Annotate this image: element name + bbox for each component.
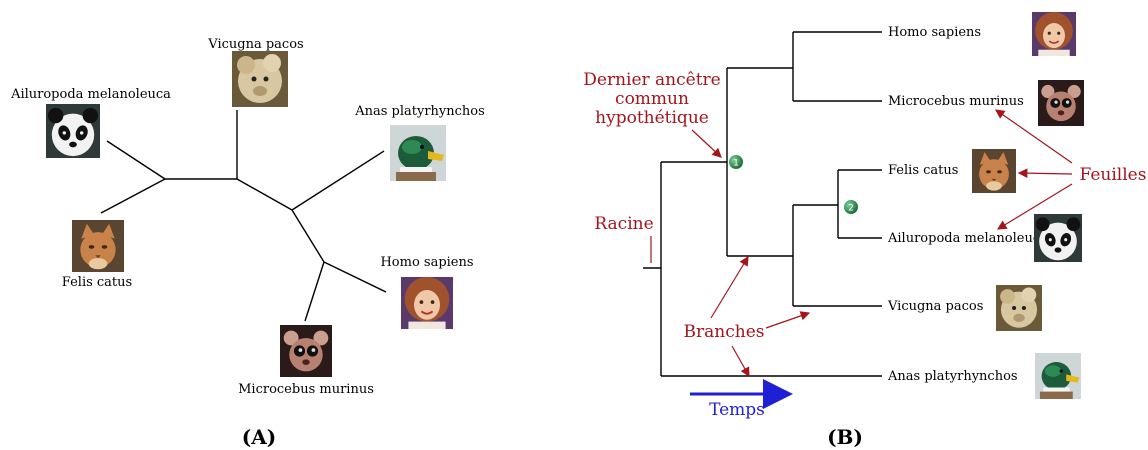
- species-label: Felis catus: [888, 163, 958, 178]
- panda-photo: [1034, 214, 1082, 262]
- panel-a-label: (A): [242, 425, 276, 449]
- internal-node-1: 1: [729, 155, 743, 169]
- species-label: Microcebus murinus: [238, 382, 374, 397]
- duck-photo: [1035, 353, 1081, 399]
- node-number: 2: [848, 204, 854, 214]
- species-label: Microcebus murinus: [888, 94, 1024, 109]
- panel-a-tree: [100, 110, 387, 322]
- leaves-arrow: [995, 109, 1073, 164]
- species-label: Anas platyrhynchos: [354, 104, 485, 119]
- species-label: Felis catus: [62, 275, 132, 290]
- branches-arrow: [731, 345, 750, 378]
- leaves-arrow: [996, 183, 1073, 230]
- child-photo: [401, 277, 453, 329]
- ancestor-label-line2: commun: [615, 89, 689, 109]
- branches-arrow: [765, 311, 811, 329]
- internal-node-2: 2: [844, 200, 858, 214]
- duck-photo: [390, 125, 446, 181]
- time-label: Temps: [709, 400, 765, 420]
- species-label: Vicugna pacos: [207, 37, 303, 52]
- species-label: Anas platyrhynchos: [887, 369, 1018, 384]
- panel-b-tree: [643, 31, 882, 377]
- panda-photo: [46, 104, 100, 158]
- species-label: Ailuropoda melanoleuca: [10, 87, 171, 102]
- species-label: Homo sapiens: [888, 25, 981, 40]
- root-label: Racine: [594, 214, 653, 234]
- branches-arrow: [710, 255, 749, 319]
- branches-label: Branches: [684, 322, 765, 342]
- ancestor-label-line1: Dernier ancêtre: [583, 70, 720, 90]
- node-number: 1: [733, 159, 739, 169]
- panel-b-label: (B): [827, 425, 863, 449]
- lemur-photo: [280, 325, 332, 377]
- lemur-photo: [1038, 80, 1084, 126]
- species-label: Vicugna pacos: [887, 299, 983, 314]
- child-photo: [1032, 12, 1076, 56]
- leaves-label: Feuilles: [1080, 165, 1147, 185]
- alpaca-photo: [996, 285, 1042, 331]
- ancestor-label-line3: hypothétique: [595, 108, 709, 128]
- species-label: Homo sapiens: [380, 255, 473, 270]
- alpaca-photo: [232, 51, 288, 107]
- species-label: Ailuropoda melanoleuca: [887, 231, 1048, 246]
- ancestor-arrow: [691, 129, 722, 158]
- cat-photo: [72, 220, 124, 272]
- cat-photo: [972, 149, 1016, 193]
- leaves-arrow: [1017, 168, 1073, 178]
